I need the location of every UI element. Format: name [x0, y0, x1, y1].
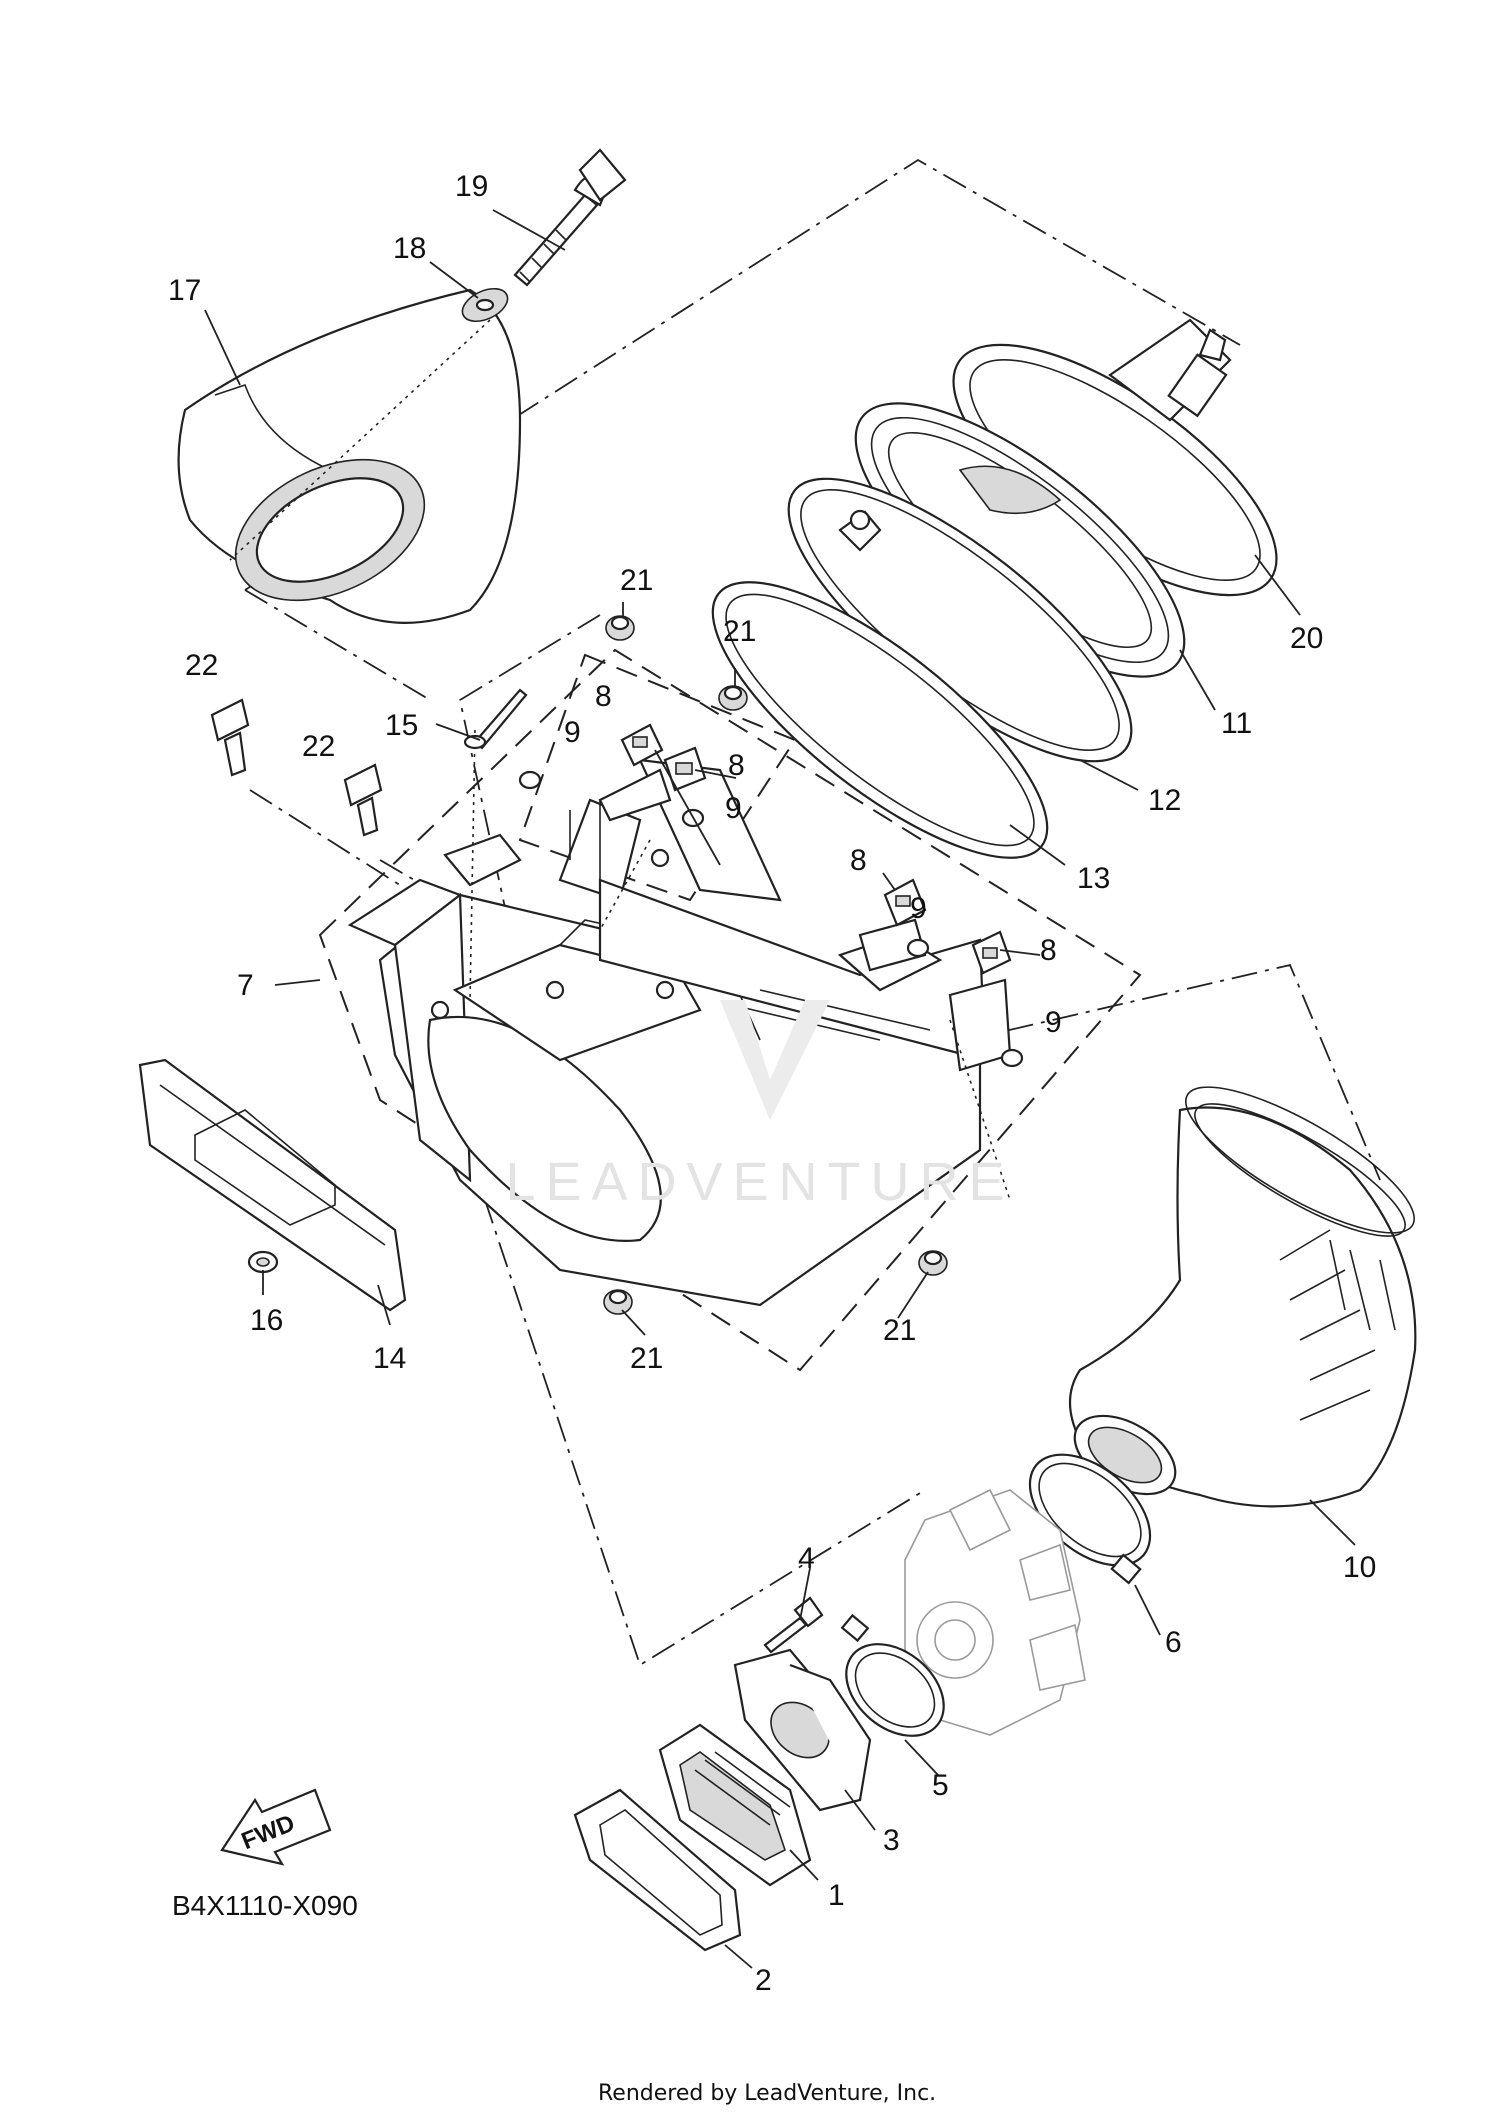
- fwd-arrow-icon: FWD: [220, 1788, 332, 1866]
- callout-10: 10: [1343, 1551, 1376, 1584]
- callout-9c: 9: [910, 892, 927, 925]
- callout-8a: 8: [595, 680, 612, 713]
- filter-washer: [461, 287, 509, 323]
- dotted-guides: [229, 319, 1011, 1201]
- clip-8d: [971, 930, 1012, 975]
- reed-valve-assembly: [658, 1723, 812, 1887]
- drawing-code: B4X1110-X090: [172, 1890, 358, 1921]
- callout-5: 5: [932, 1769, 949, 1802]
- callout-6: 6: [1165, 1626, 1182, 1659]
- callout-21a: 21: [620, 564, 653, 597]
- callout-21d: 21: [883, 1314, 916, 1347]
- footer-credit: Rendered by LeadVenture, Inc.: [598, 2081, 936, 2106]
- callout-17: 17: [168, 274, 201, 307]
- rivet: [463, 688, 528, 750]
- airbox-dashed-outline: [318, 648, 1142, 1372]
- callout-9d: 9: [1045, 1006, 1062, 1039]
- grommet: [247, 1250, 279, 1274]
- watermark-text: LEADVENTURE: [505, 1152, 1014, 1212]
- callout-1: 1: [828, 1879, 845, 1912]
- leader-lines: [204, 209, 1356, 1969]
- callout-8c: 8: [850, 844, 867, 877]
- case-bolt-right: [343, 763, 383, 837]
- grommet-21c: [603, 1289, 633, 1315]
- callout-3: 3: [883, 1824, 900, 1857]
- callout-19: 19: [455, 170, 488, 203]
- callout-11: 11: [1221, 707, 1252, 740]
- intake-manifold: [733, 1648, 872, 1812]
- callout-labels: 19 18 17 21 21 22 22 15 8 9 8 9 8 9 8 9 …: [168, 170, 1376, 1997]
- collar-9a: [518, 770, 542, 790]
- air-filter-element: [177, 288, 522, 624]
- callout-21c: 21: [630, 1342, 663, 1375]
- joint-clamp-band: [787, 477, 1133, 763]
- callout-13: 13: [1077, 862, 1110, 895]
- callout-18: 18: [393, 232, 426, 265]
- reed-gasket: [573, 1788, 742, 1952]
- clip-8c: [883, 878, 927, 927]
- seal-ring: [711, 581, 1049, 859]
- callout-2: 2: [755, 1964, 772, 1997]
- callout-9a: 9: [564, 716, 581, 749]
- wing-bolt: [513, 148, 627, 287]
- callout-9b: 9: [725, 792, 742, 825]
- clip-8a: [620, 723, 664, 767]
- callout-14: 14: [373, 1342, 406, 1375]
- callout-22b: 22: [302, 730, 335, 763]
- callout-8b: 8: [728, 749, 745, 782]
- collar-9d: [1000, 1048, 1024, 1068]
- case-bolt-left: [210, 698, 250, 777]
- grommet-21b: [718, 685, 748, 711]
- collar-9c: [906, 938, 930, 958]
- callout-22a: 22: [185, 649, 218, 682]
- grommet-21a: [605, 615, 635, 641]
- carb-clamp: [840, 1613, 945, 1737]
- callout-20: 20: [1290, 622, 1323, 655]
- callout-4: 4: [798, 1542, 815, 1575]
- carburetor-reference: [904, 1488, 1086, 1736]
- filter-holder-plate: [138, 1058, 407, 1312]
- grommet-21d: [918, 1250, 948, 1276]
- air-filter-case: [347, 758, 1012, 1307]
- callout-16: 16: [250, 1304, 283, 1337]
- callout-21b: 21: [723, 615, 756, 648]
- watermark: LEADVENTURE: [505, 1000, 1014, 1212]
- reed-bolt: [763, 1596, 824, 1654]
- callout-8d: 8: [1040, 934, 1057, 967]
- callout-7: 7: [237, 969, 254, 1002]
- intake-joint: [1069, 1086, 1417, 1508]
- callout-15: 15: [385, 709, 418, 742]
- callout-12: 12: [1148, 784, 1181, 817]
- filter-cage: [952, 318, 1278, 597]
